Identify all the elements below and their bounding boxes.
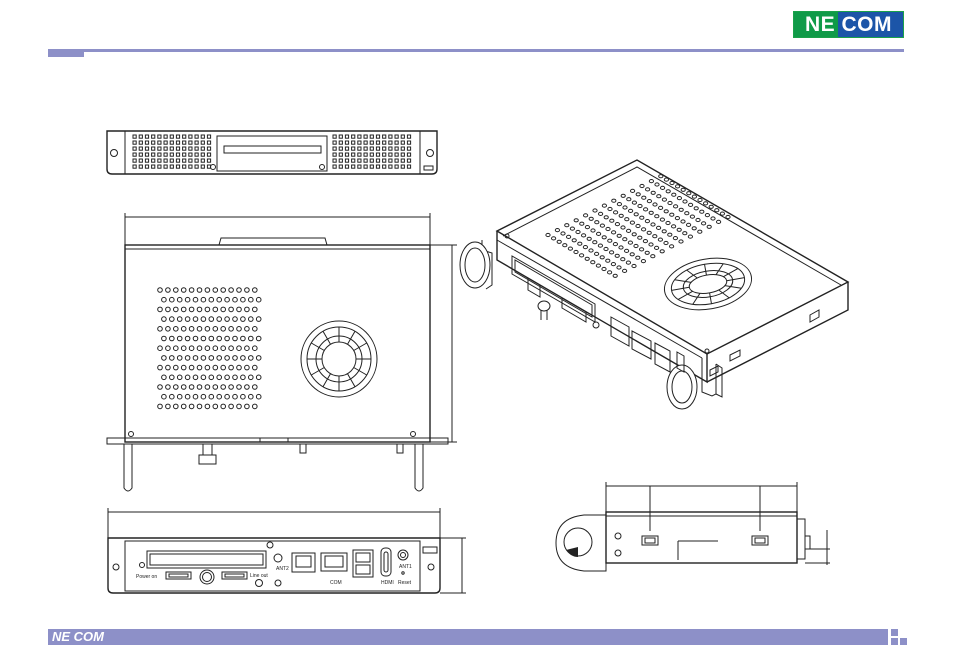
iso-vent-holes <box>546 175 730 278</box>
label-ant2: ANT2 <box>276 566 289 572</box>
front-view <box>107 131 437 174</box>
label-reset: Reset <box>398 580 412 586</box>
label-com: COM <box>330 580 342 586</box>
footer-square <box>891 629 898 636</box>
label-ant1: ANT1 <box>399 564 412 570</box>
label-hdmi: HDMI <box>381 580 394 586</box>
isometric-view <box>460 160 848 409</box>
footer-square <box>900 638 907 645</box>
top-view <box>107 213 457 491</box>
iso-fan-grill <box>660 252 755 317</box>
top-fan-grill <box>301 321 377 397</box>
label-line-out: Line out <box>250 573 268 579</box>
footer-logo: NE COM <box>52 629 104 645</box>
label-power: Power on <box>136 574 157 580</box>
footer-square <box>891 638 898 645</box>
front-vents-left <box>133 135 211 168</box>
footer-bar <box>48 629 888 645</box>
top-vent-holes <box>158 288 261 409</box>
side-view <box>556 482 830 571</box>
front-vents-right <box>333 135 411 168</box>
rear-view: Power on ANT2 Line out COM HDMI ANT1 Res… <box>108 508 466 593</box>
